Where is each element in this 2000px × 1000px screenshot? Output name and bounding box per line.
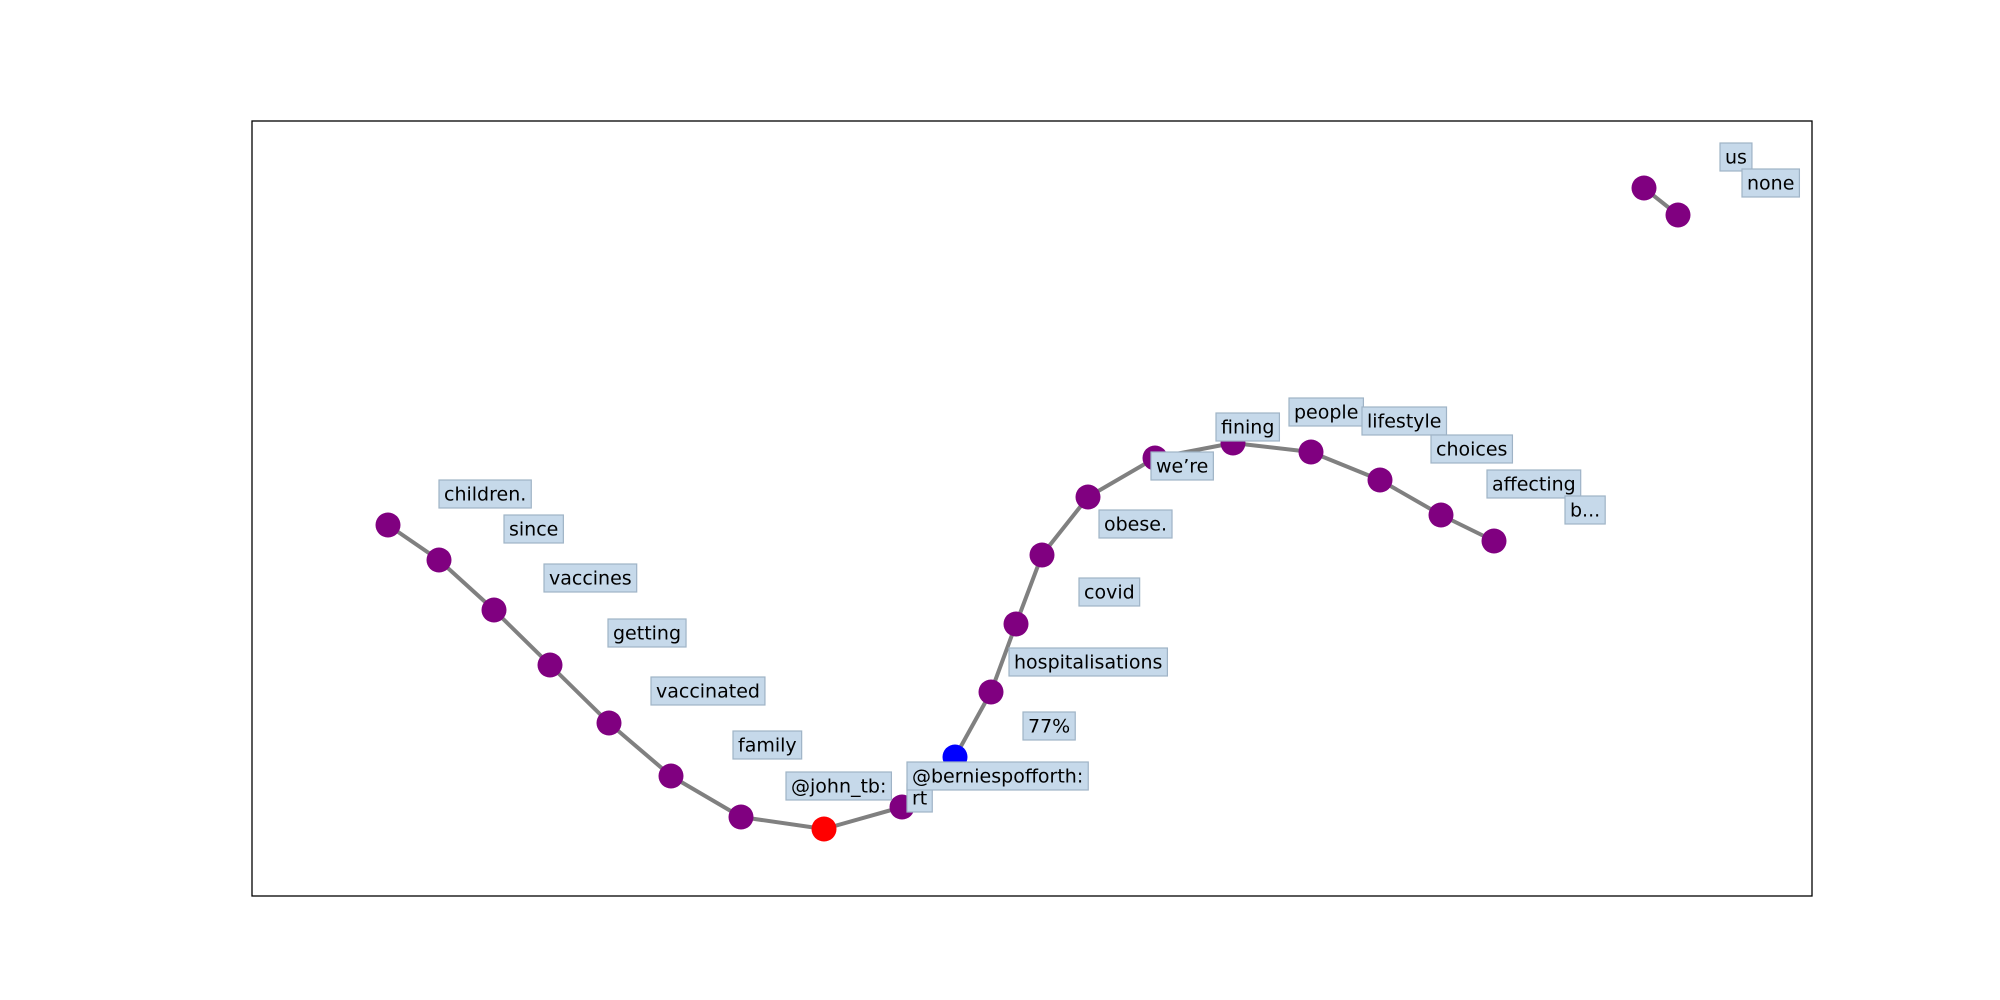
edge-family-to-john-tb bbox=[669, 774, 743, 819]
node-family bbox=[658, 763, 684, 789]
edge-vaccinated-to-family bbox=[607, 721, 673, 778]
node-label-covid: covid bbox=[1078, 577, 1141, 607]
node-label-lifestyle: lifestyle bbox=[1361, 406, 1448, 436]
node-label-box bbox=[1486, 469, 1582, 499]
node-label-text: lifestyle bbox=[1367, 411, 1442, 433]
node-label-77: 77% bbox=[1022, 711, 1076, 741]
node-label-us: us bbox=[1719, 142, 1753, 172]
node-label-we-re: we’re bbox=[1150, 451, 1214, 481]
edge-john-tb-to-rt bbox=[739, 815, 826, 831]
labels-layer: children. since vaccines getting vaccinated f… bbox=[438, 142, 1801, 813]
node-we-re bbox=[1075, 484, 1101, 510]
node-children bbox=[375, 512, 401, 538]
nodes-layer bbox=[375, 175, 1691, 842]
node-label-hospitalisations: hospitalisations bbox=[1008, 647, 1169, 677]
node-vaccinated bbox=[596, 710, 622, 736]
plot-frame bbox=[251, 120, 1813, 897]
node-label-vaccinated: vaccinated bbox=[650, 676, 766, 706]
node-obese bbox=[1029, 542, 1055, 568]
edge-we-re-to-fining bbox=[1086, 456, 1157, 499]
node-label-text: getting bbox=[613, 623, 681, 645]
node-label-text: obese. bbox=[1104, 514, 1167, 536]
node-label-text: b... bbox=[1570, 500, 1600, 522]
node-label-text: @john_tb: bbox=[791, 776, 886, 798]
node-label-text: hospitalisations bbox=[1014, 652, 1162, 674]
node-choices bbox=[1367, 467, 1393, 493]
node-label-text: children. bbox=[444, 484, 526, 506]
node-label-box bbox=[785, 771, 893, 801]
node-label-obese: obese. bbox=[1098, 509, 1173, 539]
node-label-text: none bbox=[1747, 173, 1794, 195]
node-label-box bbox=[1008, 647, 1169, 677]
node-label-john-tb: @john_tb: bbox=[785, 771, 893, 801]
edge-rt-to-berniespofforth bbox=[822, 805, 904, 831]
node-label-box bbox=[1215, 412, 1281, 442]
node-affecting bbox=[1428, 502, 1454, 528]
node-label-box bbox=[1430, 434, 1514, 464]
node-label-box bbox=[1022, 711, 1076, 741]
node-b bbox=[1481, 528, 1507, 554]
node-label-vaccines: vaccines bbox=[543, 563, 638, 593]
node-label-box bbox=[732, 730, 803, 760]
node-label-box bbox=[438, 479, 532, 509]
node-label-berniespofforth: @berniespofforth: bbox=[906, 761, 1089, 791]
node-label-box bbox=[607, 618, 687, 648]
node-label-box bbox=[1361, 406, 1448, 436]
node-label-text: since bbox=[509, 519, 558, 541]
node-label-text: people bbox=[1294, 402, 1358, 424]
node-label-box bbox=[503, 514, 564, 544]
node-label-text: affecting bbox=[1492, 474, 1576, 496]
node-none bbox=[1665, 202, 1691, 228]
edge-vaccines-to-getting bbox=[492, 608, 552, 667]
node-label-box bbox=[650, 676, 766, 706]
node-label-text: family bbox=[738, 735, 797, 757]
node-label-text: @berniespofforth: bbox=[912, 766, 1083, 788]
node-label-affecting: affecting bbox=[1486, 469, 1582, 499]
node-label-people: people bbox=[1288, 397, 1365, 427]
node-label-box bbox=[1078, 577, 1141, 607]
node-label-box bbox=[1719, 142, 1753, 172]
node-label-since: since bbox=[503, 514, 564, 544]
node-label-none: none bbox=[1741, 168, 1801, 198]
node-label-text: vaccinated bbox=[656, 681, 760, 703]
node-getting bbox=[537, 652, 563, 678]
node-label-family: family bbox=[732, 730, 803, 760]
node-label-getting: getting bbox=[607, 618, 687, 648]
node-hospitalisations bbox=[978, 679, 1004, 705]
node-rt bbox=[811, 816, 837, 842]
node-label-box bbox=[543, 563, 638, 593]
node-covid bbox=[1003, 611, 1029, 637]
node-label-box bbox=[906, 761, 1089, 791]
node-label-text: we’re bbox=[1156, 456, 1208, 478]
node-label-box bbox=[1741, 168, 1801, 198]
node-label-box bbox=[1288, 397, 1365, 427]
edge-getting-to-vaccinated bbox=[548, 663, 611, 725]
node-us bbox=[1631, 175, 1657, 201]
node-label-choices: choices bbox=[1430, 434, 1514, 464]
node-label-box bbox=[1150, 451, 1214, 481]
node-label-text: choices bbox=[1436, 439, 1507, 461]
edge-people-to-lifestyle bbox=[1231, 441, 1313, 454]
node-label-text: rt bbox=[912, 788, 927, 810]
node-label-b: b... bbox=[1564, 495, 1606, 525]
node-vaccines bbox=[481, 597, 507, 623]
node-label-text: vaccines bbox=[549, 568, 632, 590]
node-label-text: us bbox=[1725, 147, 1747, 169]
node-label-text: fining bbox=[1221, 417, 1274, 439]
node-john-tb bbox=[728, 804, 754, 830]
node-label-box bbox=[1098, 509, 1173, 539]
node-since bbox=[426, 547, 452, 573]
node-label-text: covid bbox=[1084, 582, 1135, 604]
node-lifestyle bbox=[1298, 439, 1324, 465]
node-label-box bbox=[1564, 495, 1606, 525]
node-label-children: children. bbox=[438, 479, 532, 509]
node-label-fining: fining bbox=[1215, 412, 1281, 442]
node-label-text: 77% bbox=[1028, 716, 1070, 738]
